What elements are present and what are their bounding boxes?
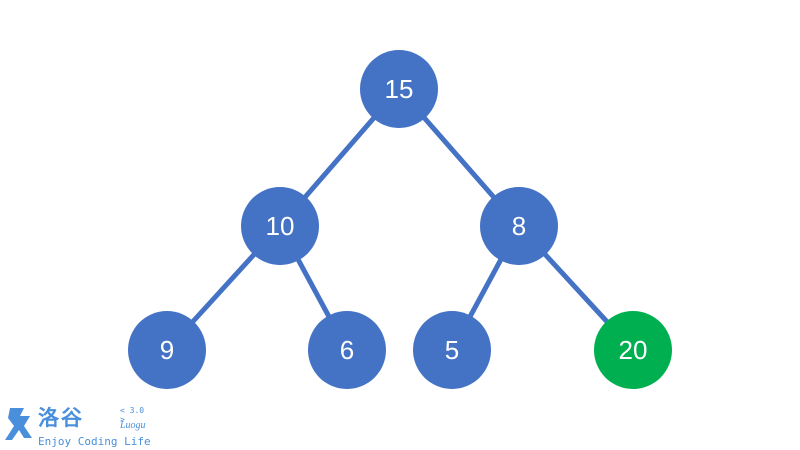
watermark-version: < 3.0 >: [120, 406, 145, 424]
node-label: 10: [266, 211, 295, 241]
highlighted-node-circle: [594, 311, 672, 389]
tree-node-6: 6: [308, 311, 386, 389]
node-label: 6: [340, 335, 354, 365]
watermark-slogan: Enjoy Coding Life: [38, 435, 151, 448]
node-circle: [360, 50, 438, 128]
node-circle: [128, 311, 206, 389]
tree-node-10: 10: [241, 187, 319, 265]
luogu-logo-icon: [5, 408, 32, 440]
node-circle: [480, 187, 558, 265]
edges-layer: [165, 87, 635, 352]
node-label: 5: [445, 335, 459, 365]
luogu-watermark: 洛谷 < 3.0 > Luogu Enjoy Coding Life: [2, 402, 152, 448]
node-circle: [413, 311, 491, 389]
nodes-layer: 15 10 8 9 6 5 20: [128, 50, 672, 389]
node-circle: [241, 187, 319, 265]
watermark-brand: Luogu: [120, 420, 146, 431]
tree-node-15: 15: [360, 50, 438, 128]
node-label: 8: [512, 211, 526, 241]
tree-node-9: 9: [128, 311, 206, 389]
node-label: 15: [385, 74, 414, 104]
tree-node-8: 8: [480, 187, 558, 265]
tree-node-5: 5: [413, 311, 491, 389]
tree-node-20: 20: [594, 311, 672, 389]
node-circle: [308, 311, 386, 389]
watermark-logo-text: 洛谷: [38, 406, 84, 430]
node-label: 20: [619, 335, 648, 365]
node-label: 9: [160, 335, 174, 365]
